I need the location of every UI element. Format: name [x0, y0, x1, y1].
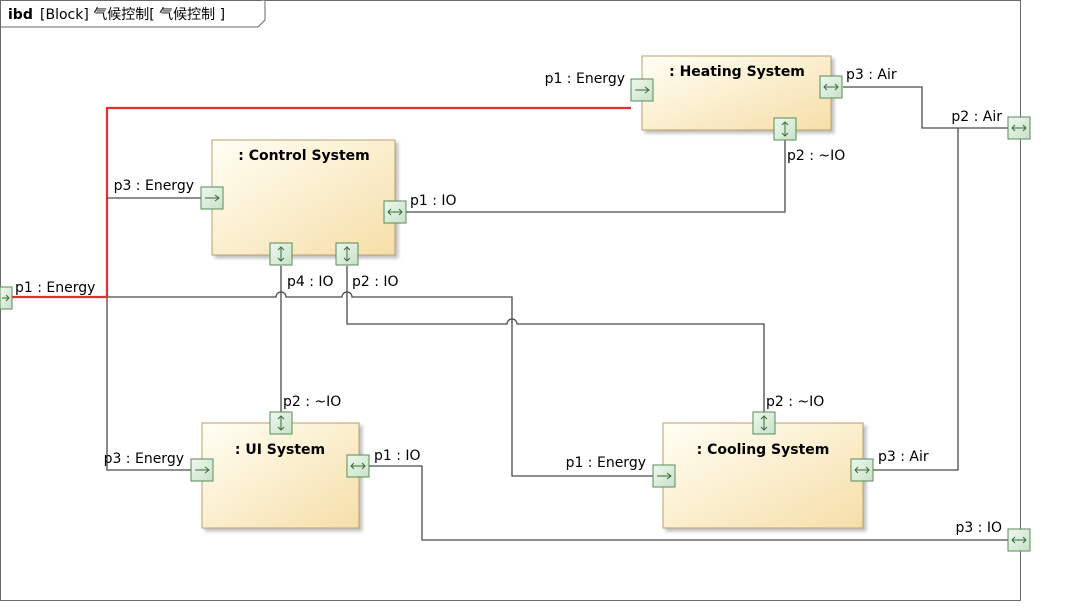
port-frame-p1[interactable] [0, 286, 13, 310]
connector-ui-frame-io[interactable] [369, 465, 1008, 541]
connector-energy-heating[interactable] [12, 106, 631, 299]
label-heating-p2: p2 : ~IO [787, 148, 845, 164]
port-frame-p3[interactable] [1007, 528, 1031, 552]
port-heating-p1[interactable] [630, 78, 654, 102]
label-frame-p1: p1 : Energy [15, 280, 95, 296]
port-frame-p2[interactable] [1007, 116, 1031, 140]
port-ui-p1[interactable] [346, 454, 370, 478]
port-cooling-p1[interactable] [652, 464, 676, 488]
port-control-p2[interactable] [335, 242, 359, 266]
connector-heating-air[interactable] [843, 86, 1008, 129]
connector-control-heating-io[interactable] [406, 140, 786, 213]
block-heating-system[interactable]: : Heating System [641, 55, 832, 131]
block-control-system[interactable]: : Control System [211, 139, 396, 256]
port-ui-p2[interactable] [269, 411, 293, 435]
label-control-p1: p1 : IO [410, 193, 457, 209]
port-heating-p2[interactable] [773, 117, 797, 141]
connector-cooling-air[interactable] [873, 128, 959, 471]
label-heating-p3: p3 : Air [846, 67, 897, 83]
label-cooling-p1: p1 : Energy [566, 455, 646, 471]
connector-energy-ui[interactable] [106, 297, 191, 471]
label-control-p3: p3 : Energy [114, 178, 194, 194]
label-frame-p3: p3 : IO [955, 520, 1002, 536]
label-control-p4: p4 : IO [287, 274, 334, 290]
port-control-p3[interactable] [200, 186, 224, 210]
label-frame-p2: p2 : Air [951, 109, 1002, 125]
label-cooling-p2: p2 : ~IO [766, 394, 824, 410]
port-cooling-p3[interactable] [850, 458, 874, 482]
port-cooling-p2[interactable] [752, 411, 776, 435]
port-heating-p3[interactable] [819, 75, 843, 99]
block-title-cooling: : Cooling System [697, 442, 830, 458]
port-ui-p3[interactable] [190, 458, 214, 482]
block-cooling-system[interactable]: : Cooling System [662, 422, 864, 529]
label-heating-p1: p1 : Energy [545, 71, 625, 87]
frame-kind-label: ibd [8, 7, 33, 23]
diagram-frame: ibd [Block] 气候控制[ 气候控制 ] [0, 0, 1021, 601]
port-control-p4[interactable] [269, 242, 293, 266]
block-title-heating: : Heating System [669, 64, 805, 80]
connector-control-cooling-io[interactable] [346, 266, 765, 412]
connectors [12, 86, 1008, 541]
port-labels: p1 : Energy p2 : Air p3 : IO p1 : Energy… [15, 67, 1002, 536]
frame-title: [Block] 气候控制[ 气候控制 ] [40, 7, 225, 23]
connector-energy-cooling[interactable] [107, 291, 653, 477]
block-title-control: : Control System [238, 148, 370, 164]
block-ui-system[interactable]: : UI System [201, 422, 360, 529]
label-control-p2: p2 : IO [352, 274, 399, 290]
port-control-p1[interactable] [383, 200, 407, 224]
label-ui-p2: p2 : ~IO [283, 394, 341, 410]
label-ui-p3: p3 : Energy [104, 451, 184, 467]
ports [0, 75, 1031, 552]
block-title-ui: : UI System [235, 442, 325, 458]
label-cooling-p3: p3 : Air [878, 449, 929, 465]
label-ui-p1: p1 : IO [374, 448, 421, 464]
